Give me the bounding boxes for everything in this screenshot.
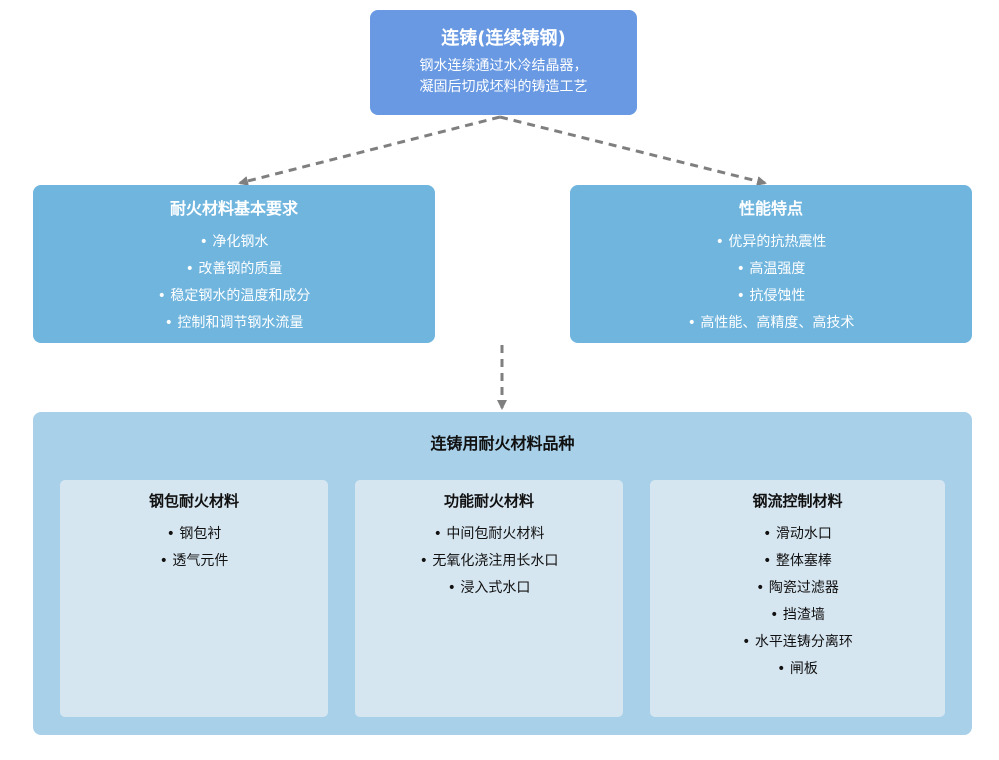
list-item: • 稳定钢水的温度和成分 [157, 288, 311, 304]
list-item: • 透气元件 [159, 553, 229, 569]
node-title: 耐火材料基本要求 [169, 199, 298, 218]
node-desc-1: 钢水连续通过水冷结晶器， [419, 58, 588, 74]
list-item: • 净化钢水 [199, 234, 269, 250]
list-item: • 抗侵蚀性 [736, 288, 806, 304]
list-item: • 控制和调节钢水流量 [164, 315, 304, 331]
list-item: • 优异的抗热震性 [715, 234, 827, 250]
continuous-casting-node: 连铸(连续铸钢) 钢水连续通过水冷结晶器， 凝固后切成坯料的铸造工艺 [370, 10, 637, 115]
requirements-node: 耐火材料基本要求 • 净化钢水 • 改善钢的质量 • 稳定钢水的温度和成分 • … [33, 185, 435, 343]
list-item: • 改善钢的质量 [185, 261, 283, 277]
list-item: • 高性能、高精度、高技术 [687, 315, 855, 331]
ladle-refractory-group: 钢包耐火材料 • 钢包衬 • 透气元件 [60, 480, 328, 717]
list-item: • 陶瓷过滤器 [756, 580, 839, 596]
list-item: • 闸板 [777, 661, 818, 677]
varieties-container: 连铸用耐火材料品种 钢包耐火材料 • 钢包衬 • 透气元件 功能耐火材料 • 中… [33, 412, 972, 735]
list-item: • 滑动水口 [763, 526, 832, 542]
arrow-to-features [499, 115, 767, 186]
node-title: 性能特点 [738, 199, 803, 218]
arrow-to-requirements [238, 115, 501, 186]
list-item: • 挡渣墙 [770, 607, 825, 623]
list-item: • 整体塞棒 [763, 553, 832, 569]
group-title: 钢包耐火材料 [148, 492, 239, 510]
list-item: • 钢包衬 [166, 526, 222, 542]
node-desc-2: 凝固后切成坯料的铸造工艺 [419, 79, 588, 95]
node-title: 连铸(连续铸钢) [441, 28, 566, 49]
list-item: • 无氧化浇注用长水口 [419, 553, 559, 569]
features-node: 性能特点 • 优异的抗热震性 • 高温强度 • 抗侵蚀性 • 高性能、高精度、高… [570, 185, 972, 343]
list-item: • 中间包耐火材料 [433, 526, 545, 542]
container-title: 连铸用耐火材料品种 [430, 434, 575, 453]
group-title: 功能耐火材料 [443, 492, 534, 510]
functional-refractory-group: 功能耐火材料 • 中间包耐火材料 • 无氧化浇注用长水口 • 浸入式水口 [355, 480, 623, 717]
list-item: • 水平连铸分离环 [742, 634, 853, 650]
group-title: 钢流控制材料 [752, 492, 843, 510]
flow-control-group: 钢流控制材料 • 滑动水口 • 整体塞棒 • 陶瓷过滤器 • 挡渣墙 • 水平连… [650, 480, 945, 717]
list-item: • 浸入式水口 [447, 580, 531, 596]
list-item: • 高温强度 [736, 261, 806, 277]
